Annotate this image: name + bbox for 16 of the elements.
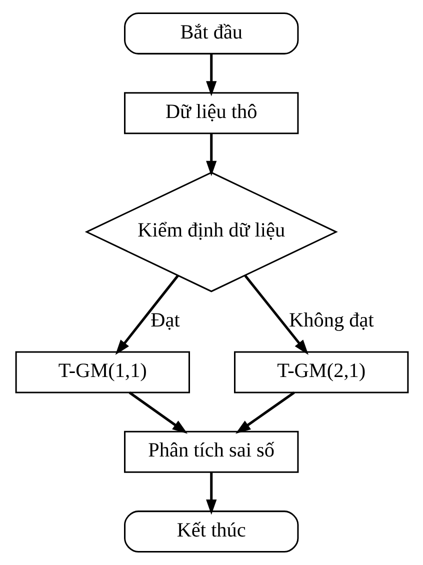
node-diamond: Kiểm định dữ liệu	[84, 172, 338, 292]
node-box: Dữ liệu thô	[124, 92, 298, 134]
arrow	[206, 134, 216, 176]
arrow	[128, 392, 188, 434]
arrow	[244, 274, 308, 355]
arrow	[234, 392, 294, 434]
node-box: Phân tích sai số	[124, 430, 298, 473]
node-box: Bắt đầu	[124, 12, 298, 54]
arrow	[206, 472, 216, 515]
node-box: Kết thúc	[124, 510, 298, 553]
arrow	[114, 274, 178, 355]
node-box: T-GM(1,1)	[14, 351, 190, 394]
edge-label: Không đạt	[288, 309, 374, 332]
edge-label: Đạt	[150, 309, 180, 332]
arrow	[206, 54, 216, 96]
node-box: T-GM(2,1)	[234, 351, 408, 394]
